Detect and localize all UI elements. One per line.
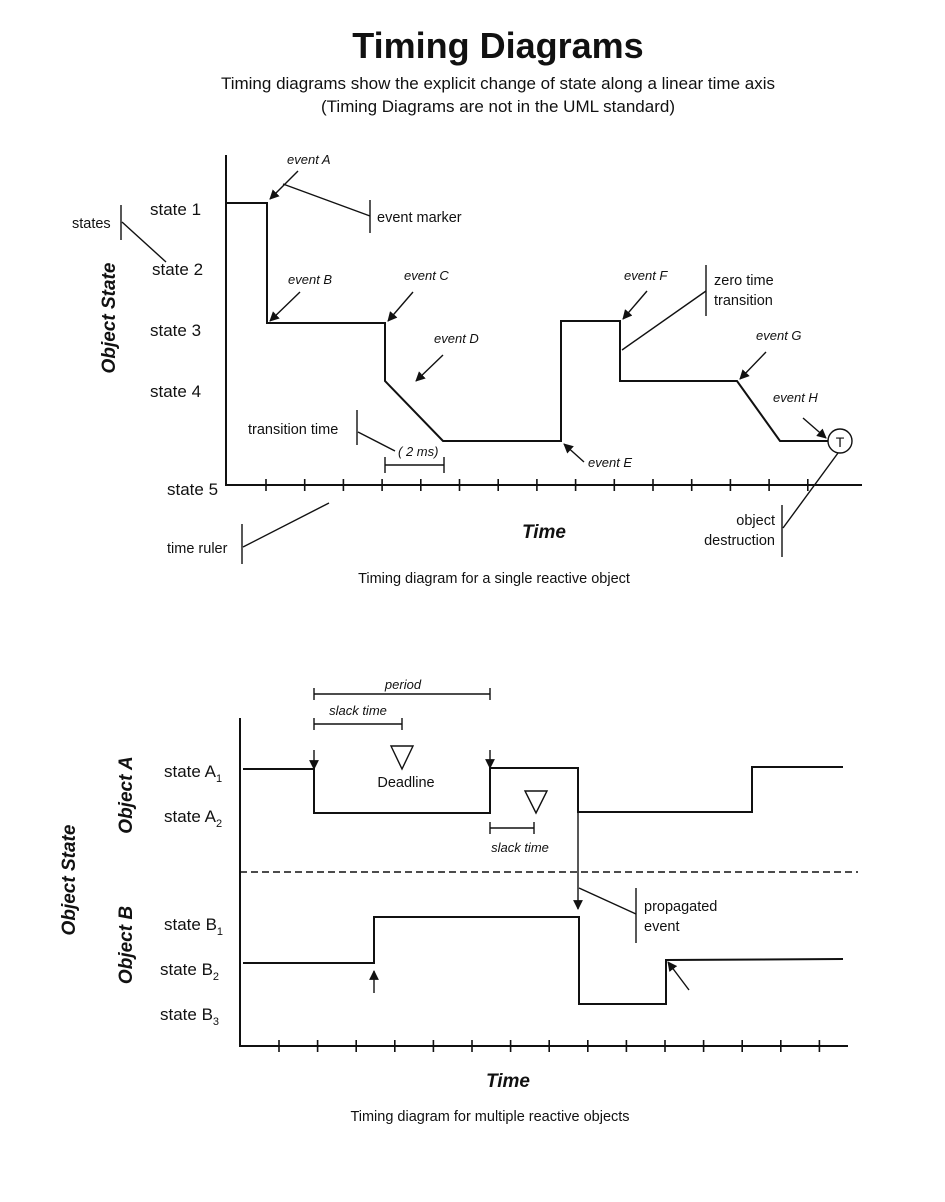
state-label: state A1 [164,762,222,785]
event-label: event F [624,268,668,283]
time-ruler-label: time ruler [167,541,228,557]
propagated-event-label: propagated [644,899,717,915]
deadline-triangle-icon [523,790,549,815]
state-label: state B3 [160,1005,219,1028]
state-label: state A2 [164,807,222,830]
callout-line [578,887,637,915]
state-label: state B1 [164,915,223,938]
deadline-label: Deadline [377,775,434,791]
callout-line [621,290,707,351]
zero-time-label: zero time [714,273,774,289]
x-axis-label: Time [522,522,566,543]
event-arrow [667,961,690,991]
event-label: event E [588,455,632,470]
duration-label: ( 2 ms) [398,444,438,459]
state-label: state 5 [167,480,218,499]
states-label: states [72,216,111,232]
event-label: event D [434,331,479,346]
event-arrow [622,290,648,320]
callout-line [357,431,396,452]
single-object-timing-diagram: Object State Time state 1 state 2 state … [72,152,862,587]
object-a-label: Object A [116,756,137,833]
state-label: state B2 [160,960,219,983]
object-destruction-terminator [827,428,853,454]
object-a-timeline [243,766,843,814]
page-title: Timing Diagrams [352,25,643,66]
state-label: state 4 [150,382,201,401]
object-b-timeline [243,916,844,1005]
multiple-objects-timing-diagram: Object State Object A Object B Time stat… [59,677,858,1125]
y-axis-label: Object State [99,262,120,373]
event-arrow [387,291,414,322]
callout-line [242,502,330,548]
event-marker-label: event marker [377,210,462,226]
event-label: event C [404,268,449,283]
subtitle-line-1: Timing diagrams show the explicit change… [221,74,775,93]
subtitle-line-2: (Timing Diagrams are not in the UML stan… [321,97,675,116]
time-ruler-ticks [265,479,809,491]
deadline-triangle-icon [389,745,415,771]
caption: Timing diagram for a single reactive obj… [358,571,630,587]
event-arrow [563,443,585,463]
x-axis-label: Time [486,1071,530,1092]
event-label: event H [773,390,818,405]
event-arrow [269,291,301,322]
state-label: state 3 [150,321,201,340]
state-label: state 2 [152,260,203,279]
zero-time-label: transition [714,293,773,309]
state-label: state 1 [150,200,201,219]
terminator-symbol: T [836,434,845,450]
state-timeline [226,202,828,442]
time-axis-ticks [278,1040,821,1052]
callout-line [121,221,167,263]
callout-line [782,452,839,529]
event-label: event A [287,152,331,167]
transition-time-label: transition time [248,422,338,438]
event-arrow [415,354,444,382]
caption: Timing diagram for multiple reactive obj… [350,1109,629,1125]
slack-time-label: slack time [491,840,549,855]
slack-time-label: slack time [329,703,387,718]
event-arrow [739,351,767,380]
event-label: event G [756,328,802,343]
callout-line [282,183,371,217]
event-arrow [802,417,827,439]
destruction-label: object [736,513,775,529]
event-label: event B [288,272,332,287]
period-label: period [384,677,422,692]
y-axis-label: Object State [59,824,80,935]
propagated-event-label: event [644,919,679,935]
destruction-label: destruction [704,533,775,549]
object-b-label: Object B [116,906,137,984]
